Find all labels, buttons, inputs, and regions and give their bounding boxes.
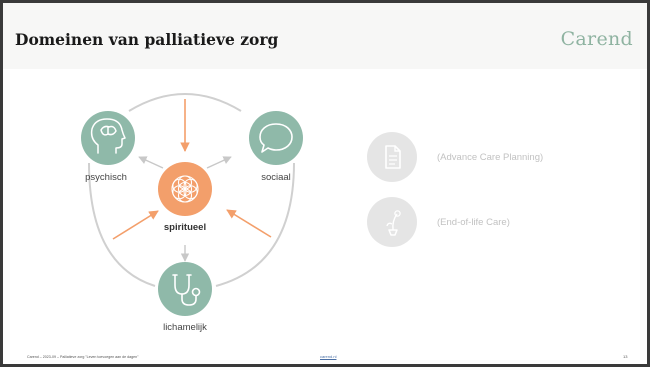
psychisch-node [81,111,135,165]
lichamelijk-node [158,262,212,316]
acp-label: (Advance Care Planning) [437,152,544,163]
document-icon [385,145,401,169]
eol-label: (End-of-life Care) [437,217,510,228]
slide-header: Domeinen van palliatieve zorg Carend [3,3,647,69]
arrow-right-to-spiritueel [226,209,272,238]
slide: Domeinen van palliatieve zorg Carend [3,3,647,364]
faded-circle-acp [367,132,417,182]
domains-diagram [81,93,303,316]
spiritueel-node [158,162,212,216]
label-spiritueel: spiritueel [163,222,207,233]
slide-title: Domeinen van palliatieve zorg [15,30,279,49]
faded-circle-eol [367,197,417,247]
sociaal-node [249,111,303,165]
footer-link[interactable]: carend.nl [320,354,337,359]
stethoscope-icon [172,274,201,306]
arrow-left-to-spiritueel [112,210,159,240]
arrow-spiritueel-to-psychisch [138,156,164,169]
label-sociaal: sociaal [261,172,291,183]
arrow-spiritueel-to-sociaal [206,156,232,169]
page-number: 13 [623,354,628,359]
head-brain-icon [90,118,126,154]
flower-of-life-icon [171,175,199,203]
speech-bubble-icon [259,123,293,153]
brand-logo: Carend [560,28,633,50]
footer-text: Carend – 2023-09 – Palliatieve zorg "Lev… [27,355,139,359]
flower-pot-icon [386,210,401,236]
label-lichamelijk: lichamelijk [163,322,207,333]
label-psychisch: psychisch [85,172,127,183]
outer-arcs [88,93,295,287]
